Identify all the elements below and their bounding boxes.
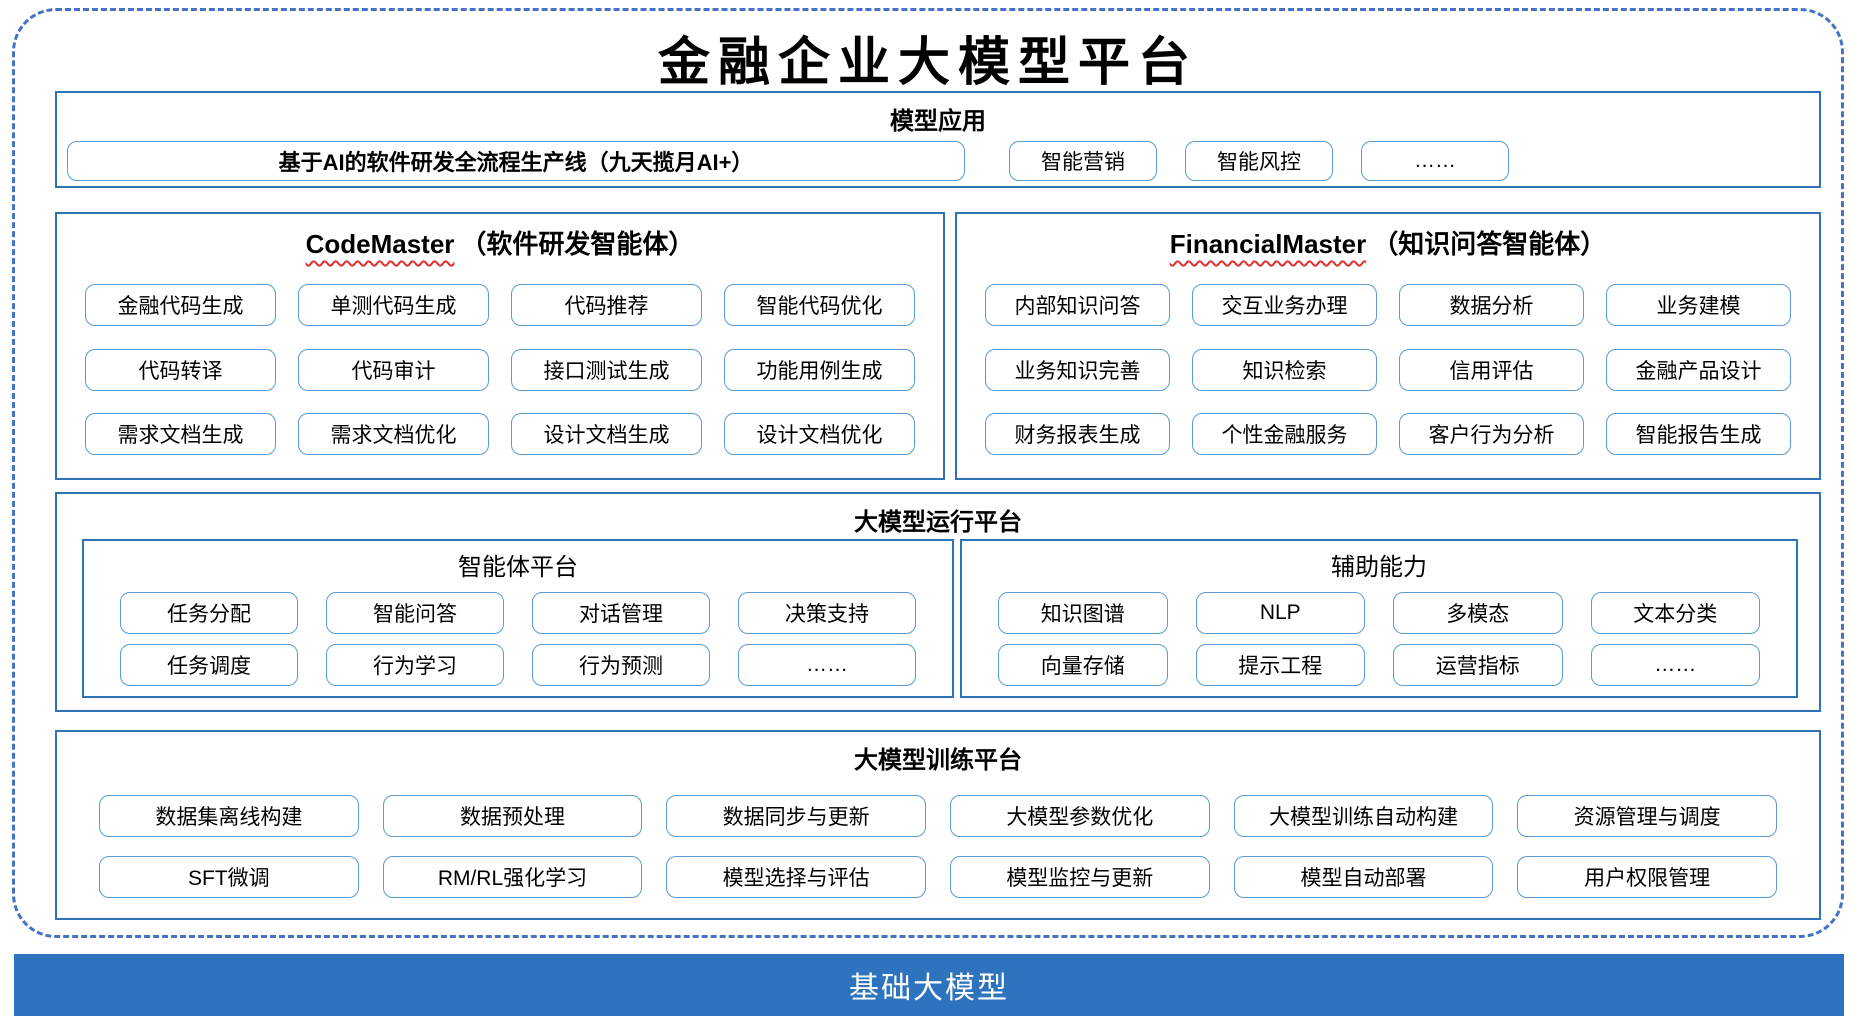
capability-chip: 代码审计: [298, 348, 489, 391]
runtime-body: 智能体平台 任务分配 智能问答 对话管理 决策支持 任务调度 行为学习 行为预测…: [57, 537, 1819, 710]
capability-chip: 行为预测: [532, 644, 710, 686]
capability-chip: 模型选择与评估: [666, 856, 926, 899]
capability-chip: 智能报告生成: [1606, 413, 1791, 456]
capability-chip: 对话管理: [532, 592, 710, 634]
capability-chip: 数据集离线构建: [99, 794, 359, 837]
section-runtime-platform: 大模型运行平台 智能体平台 任务分配 智能问答 对话管理 决策支持 任务调度 行…: [55, 492, 1821, 712]
capability-chip: 用户权限管理: [1517, 856, 1777, 899]
capability-chip-main-pipeline: 基于AI的软件研发全流程生产线（九天揽月AI+）: [67, 141, 965, 181]
section-codemaster: CodeMaster（软件研发智能体） 金融代码生成 单测代码生成 代码推荐 智…: [55, 212, 945, 480]
capability-chip: 多模态: [1393, 592, 1563, 634]
capability-chip: 内部知识问答: [985, 283, 1170, 326]
capability-chip: 设计文档生成: [511, 413, 702, 456]
section-model-application-header: 模型应用: [890, 108, 986, 135]
capability-chip: 任务分配: [120, 592, 298, 634]
group-auxiliary-ability: 辅助能力 知识图谱 NLP 多模态 文本分类 向量存储 提示工程 运营指标 ……: [960, 539, 1798, 698]
codemaster-title-cn: （软件研发智能体）: [460, 229, 695, 259]
group-agent-platform-title: 智能体平台: [458, 554, 578, 581]
capability-chip: 单测代码生成: [298, 283, 489, 326]
capability-chip: 大模型参数优化: [949, 794, 1210, 837]
capability-chip: 交互业务办理: [1192, 283, 1377, 326]
capability-chip: 智能问答: [326, 592, 504, 634]
capability-chip: 业务知识完善: [985, 348, 1170, 391]
capability-chip: 接口测试生成: [511, 348, 702, 391]
capability-chip: 数据同步与更新: [666, 794, 926, 837]
codemaster-title-en: CodeMaster: [305, 229, 455, 259]
financialmaster-title-cn: （知识问答智能体）: [1372, 229, 1607, 259]
capability-chip: 决策支持: [738, 592, 916, 634]
capability-chip: ……: [738, 644, 916, 686]
capability-chip: 业务建模: [1606, 283, 1791, 326]
page-title: 金融企业大模型平台: [657, 32, 1198, 93]
capability-chip: NLP: [1195, 592, 1365, 634]
capability-chip: 设计文档优化: [724, 413, 915, 456]
group-agent-platform: 智能体平台 任务分配 智能问答 对话管理 决策支持 任务调度 行为学习 行为预测…: [82, 539, 954, 698]
agent-platform-grid: 任务分配 智能问答 对话管理 决策支持 任务调度 行为学习 行为预测 ……: [84, 582, 952, 696]
capability-chip: 智能风控: [1185, 141, 1333, 181]
capability-chip: 智能营销: [1009, 141, 1157, 181]
platform-dashed-frame: [12, 8, 1844, 938]
capability-chip: SFT微调: [99, 856, 359, 899]
capability-chip: 大模型训练自动构建: [1233, 794, 1494, 837]
capability-chip: 功能用例生成: [724, 348, 915, 391]
section-runtime-platform-header: 大模型运行平台: [854, 509, 1022, 536]
capability-chip: 需求文档生成: [85, 413, 276, 456]
capability-chip: 文本分类: [1590, 592, 1760, 634]
capability-chip: 代码转译: [85, 348, 276, 391]
capability-chip: 模型自动部署: [1233, 856, 1494, 899]
model-application-row: 基于AI的软件研发全流程生产线（九天揽月AI+） 智能营销 智能风控 ……: [57, 136, 1819, 186]
section-model-application: 模型应用 基于AI的软件研发全流程生产线（九天揽月AI+） 智能营销 智能风控 …: [55, 91, 1821, 188]
capability-chip: 资源管理与调度: [1517, 794, 1777, 837]
capability-chip: RM/RL强化学习: [382, 856, 643, 899]
group-auxiliary-ability-title: 辅助能力: [1331, 554, 1427, 581]
capability-chip: ……: [1361, 141, 1509, 181]
capability-chip: ……: [1590, 644, 1760, 686]
capability-chip: 数据分析: [1399, 283, 1584, 326]
section-training-platform-header: 大模型训练平台: [854, 747, 1022, 774]
section-financialmaster: FinancialMaster（知识问答智能体） 内部知识问答 交互业务办理 数…: [955, 212, 1821, 480]
capability-chip: 数据预处理: [382, 794, 643, 837]
capability-chip: 代码推荐: [511, 283, 702, 326]
capability-chip: 需求文档优化: [298, 413, 489, 456]
capability-chip: 金融产品设计: [1606, 348, 1791, 391]
capability-chip: 金融代码生成: [85, 283, 276, 326]
training-grid: 数据集离线构建 数据预处理 数据同步与更新 大模型参数优化 大模型训练自动构建 …: [57, 775, 1819, 918]
section-financialmaster-header: FinancialMaster（知识问答智能体）: [957, 214, 1819, 261]
capability-chip: 向量存储: [998, 644, 1168, 686]
section-training-platform: 大模型训练平台 数据集离线构建 数据预处理 数据同步与更新 大模型参数优化 大模…: [55, 730, 1821, 920]
capability-chip: 智能代码优化: [724, 283, 915, 326]
codemaster-grid: 金融代码生成 单测代码生成 代码推荐 智能代码优化 代码转译 代码审计 接口测试…: [57, 261, 943, 478]
capability-chip: 知识图谱: [998, 592, 1168, 634]
capability-chip: 任务调度: [120, 644, 298, 686]
capability-chip: 知识检索: [1192, 348, 1377, 391]
capability-chip: 行为学习: [326, 644, 504, 686]
capability-chip: 个性金融服务: [1192, 413, 1377, 456]
capability-chip: 客户行为分析: [1399, 413, 1584, 456]
financialmaster-title-en: FinancialMaster: [1169, 229, 1367, 259]
auxiliary-ability-grid: 知识图谱 NLP 多模态 文本分类 向量存储 提示工程 运营指标 ……: [962, 582, 1796, 696]
capability-chip: 信用评估: [1399, 348, 1584, 391]
foundation-model-label: 基础大模型: [849, 972, 1009, 1005]
capability-chip: 运营指标: [1393, 644, 1563, 686]
financialmaster-grid: 内部知识问答 交互业务办理 数据分析 业务建模 业务知识完善 知识检索 信用评估…: [957, 261, 1819, 478]
capability-chip: 模型监控与更新: [949, 856, 1210, 899]
capability-chip: 财务报表生成: [985, 413, 1170, 456]
section-codemaster-header: CodeMaster（软件研发智能体）: [57, 214, 943, 261]
foundation-model-bar: 基础大模型: [14, 954, 1844, 1016]
capability-chip: 提示工程: [1195, 644, 1365, 686]
